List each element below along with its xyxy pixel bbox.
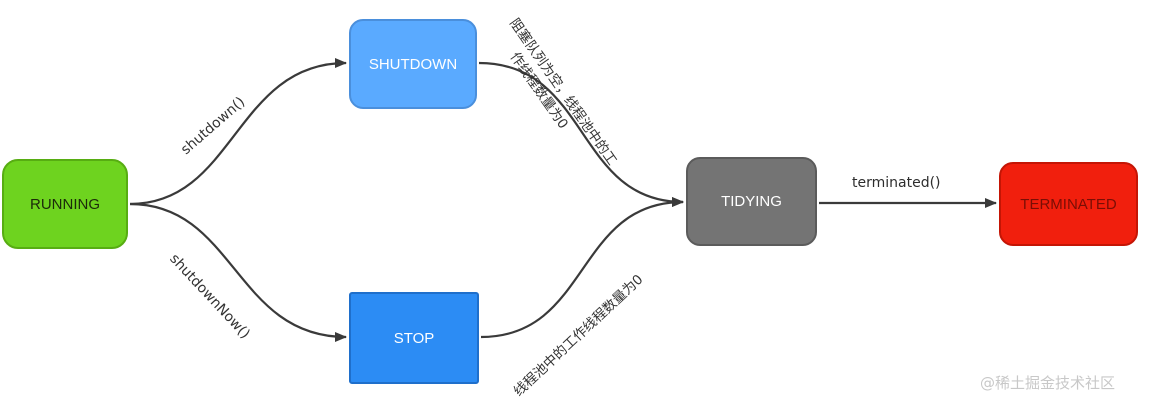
state-shutdown-label: SHUTDOWN	[368, 55, 458, 73]
state-shutdown: SHUTDOWN	[349, 19, 477, 109]
edge-stop-tidying	[480, 197, 684, 339]
state-running: RUNNING	[2, 159, 128, 249]
state-tidying-label: TIDYING	[721, 193, 782, 210]
state-running-label: RUNNING	[30, 195, 100, 213]
state-terminated: TERMINATED	[999, 162, 1138, 246]
watermark: @稀土掘金技术社区	[980, 374, 1116, 392]
state-tidying: TIDYING	[686, 157, 817, 246]
edge-running-stop	[129, 202, 347, 342]
transition-label-terminated: terminated()	[852, 175, 941, 191]
state-stop-label: STOP	[393, 329, 435, 347]
state-terminated-label: TERMINATED	[1020, 195, 1117, 213]
state-stop: STOP	[349, 292, 479, 384]
edge-running-shutdown	[129, 58, 347, 206]
edge-shutdown-tidying	[478, 61, 684, 207]
